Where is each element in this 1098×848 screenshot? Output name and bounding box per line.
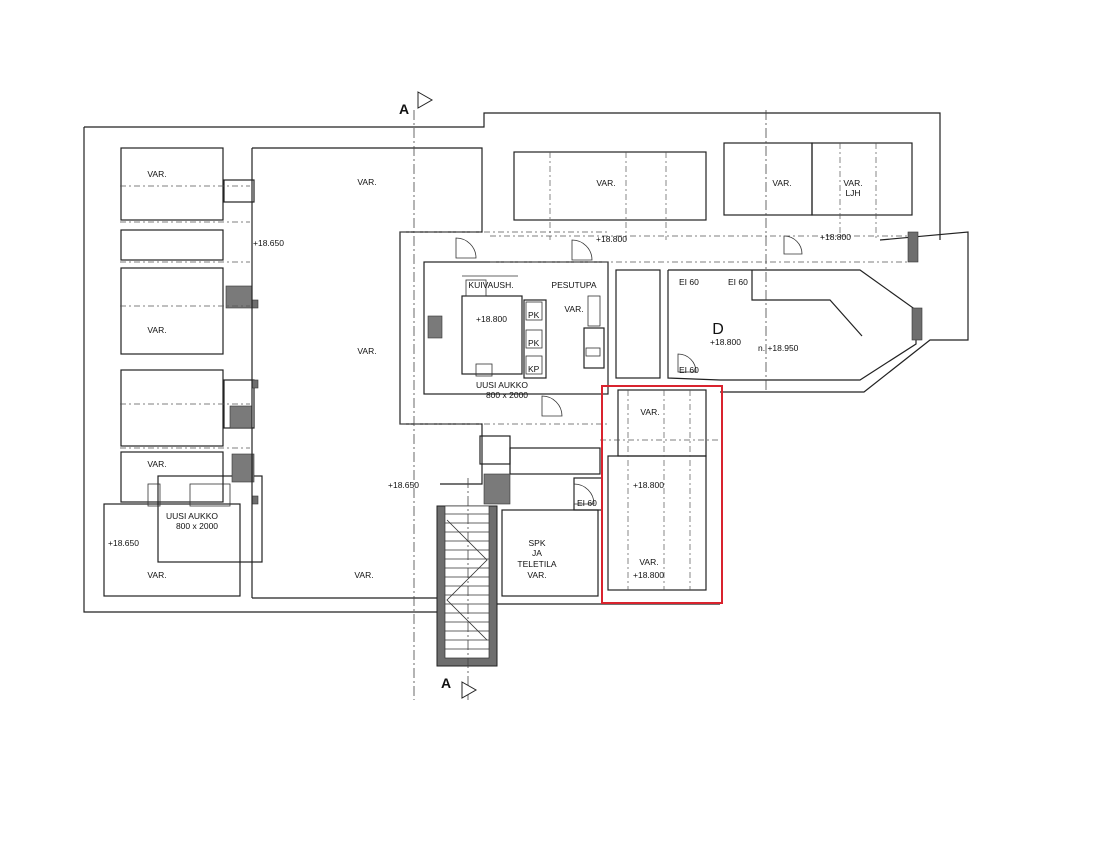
fire-door-label: EI 60 — [728, 277, 748, 287]
opening-size: 800 x 2000 — [486, 390, 528, 400]
room-label-var: VAR. — [147, 325, 166, 335]
fire-door-label: EI 60 — [679, 365, 699, 375]
opening-size: 800 x 2000 — [176, 521, 218, 531]
opening-label: UUSI AUKKO — [166, 511, 218, 521]
drying-room-fixtures — [462, 275, 601, 377]
room-label-ljh: LJH — [845, 188, 860, 198]
level-label: +18.800 — [633, 570, 664, 580]
room-label-var: VAR. — [357, 177, 376, 187]
room-label-teletila: TELETILA — [517, 559, 557, 569]
room-label-var: VAR. — [596, 178, 615, 188]
room-label-var: VAR. — [640, 407, 659, 417]
level-label: +18.800 — [710, 337, 741, 347]
highlighted-area[interactable] — [601, 385, 723, 604]
room-label-var: VAR. — [147, 169, 166, 179]
room-label-var: VAR. — [147, 570, 166, 580]
room-label-var: VAR. — [639, 557, 658, 567]
level-label: +18.800 — [820, 232, 851, 242]
room-label-spk: SPK — [528, 538, 545, 548]
level-label: +18.650 — [253, 238, 284, 248]
level-label: n. +18.950 — [758, 343, 799, 353]
room-label-var: VAR. — [564, 304, 583, 314]
equipment-tag: PK — [528, 338, 540, 348]
room-label-var: VAR. — [357, 346, 376, 356]
room-label-var: VAR. — [772, 178, 791, 188]
level-label: +18.650 — [388, 480, 419, 490]
level-label: +18.800 — [596, 234, 627, 244]
dash-lines — [120, 110, 910, 700]
room-label-d: D — [712, 321, 724, 338]
level-label: +18.650 — [108, 538, 139, 548]
equipment-tag: PK — [528, 310, 540, 320]
level-label: +18.800 — [476, 314, 507, 324]
room-label-var: VAR. — [147, 459, 166, 469]
staircase — [436, 505, 498, 667]
room-label-ja: JA — [532, 548, 542, 558]
room-label-var-ljh: VAR. — [843, 178, 862, 188]
opening-label: UUSI AUKKO — [476, 380, 528, 390]
section-mark-bottom: A — [441, 675, 451, 691]
level-label: +18.800 — [633, 480, 664, 490]
equipment-tag: KP — [528, 364, 540, 374]
fire-door-label: EI 60 — [577, 498, 597, 508]
section-markers — [417, 91, 478, 699]
section-mark-top: A — [399, 101, 409, 117]
central-storage — [251, 147, 483, 599]
room-label-kuivaush: KUIVAUSH. — [468, 280, 513, 290]
central-right-block — [423, 142, 969, 597]
doors — [455, 235, 803, 505]
room-label-var: VAR. — [354, 570, 373, 580]
room-label-pesutupa: PESUTUPA — [551, 280, 597, 290]
room-label-var: VAR. — [527, 570, 546, 580]
fire-door-label: EI 60 — [679, 277, 699, 287]
